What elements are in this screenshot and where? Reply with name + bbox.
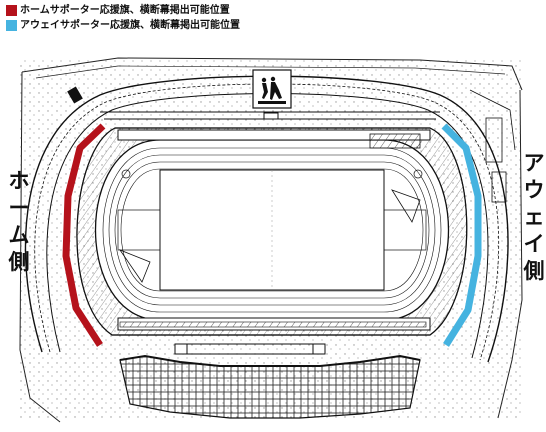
legend-away-swatch [6,20,17,31]
runners-statue-icon [258,76,286,104]
legend-away-text: アウェイサポーター応援旗、横断幕掲出可能位置 [20,20,240,31]
legend-away: アウェイサポーター応援旗、横断幕掲出可能位置 [6,18,240,33]
home-banner-zone [62,123,106,347]
legend-home-text: ホームサポーター応援旗、横断幕掲出可能位置 [20,5,230,16]
back-stand-seats [119,354,421,419]
legend: ホームサポーター応援旗、横断幕掲出可能位置 アウェイサポーター応援旗、横断幕掲出… [6,3,240,33]
main-stand-corridor [100,111,440,120]
legend-home-swatch [6,5,17,16]
away-side-label: ア ウ ェ イ 側 [523,151,545,283]
away-banner-zone [441,123,482,347]
straight-stands [117,129,431,331]
legend-home: ホームサポーター応援旗、横断幕掲出可能位置 [6,3,240,18]
east-structures [469,89,516,203]
south-concourse [174,343,326,355]
north-gate [252,69,292,109]
home-side-label: ホ ー ム 側 [8,169,30,274]
stair-marker [67,86,83,104]
field [117,169,427,291]
